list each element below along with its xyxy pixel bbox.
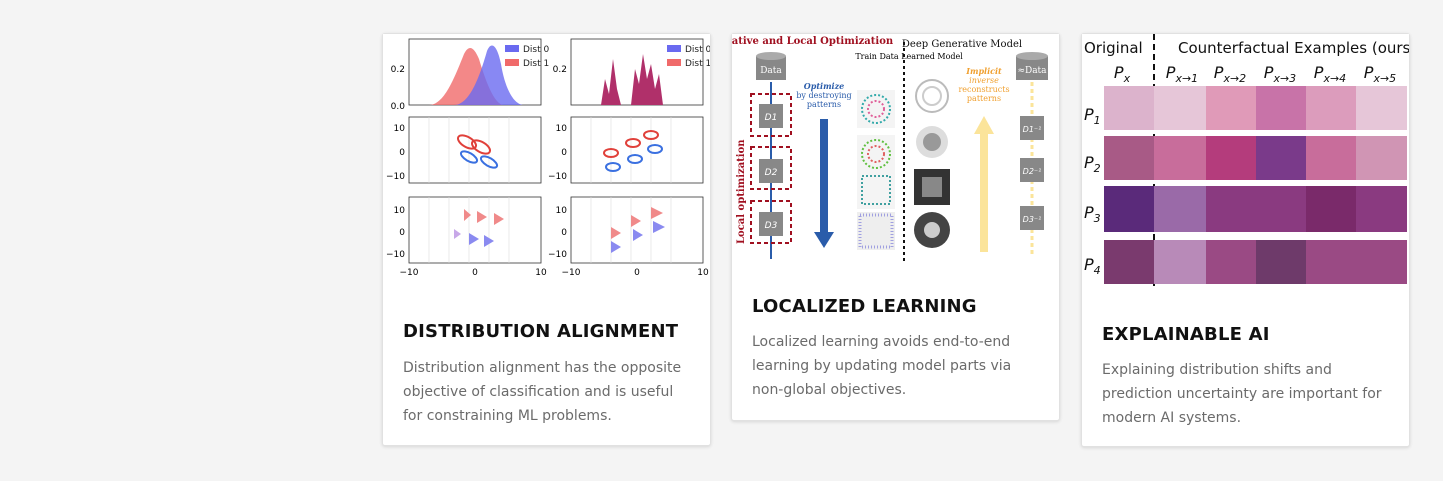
svg-text:Optimize: Optimize: [804, 81, 844, 91]
svg-text:0: 0: [634, 268, 640, 278]
svg-text:≈Data: ≈Data: [1017, 66, 1047, 76]
svg-text:D3: D3: [765, 221, 778, 231]
svg-text:0: 0: [399, 148, 405, 158]
svg-text:Counterfactual Examples (ours): Counterfactual Examples (ours): [1178, 39, 1409, 57]
svg-text:patterns: patterns: [967, 94, 1001, 103]
legend-dist0: Dist 0: [523, 45, 550, 55]
svg-text:reconstructs: reconstructs: [958, 85, 1009, 94]
svg-text:10: 10: [394, 124, 406, 134]
svg-text:P3: P3: [1084, 203, 1101, 225]
svg-text:0: 0: [561, 148, 567, 158]
svg-text:D1⁻¹: D1⁻¹: [1023, 125, 1042, 134]
svg-text:D2⁻¹: D2⁻¹: [1023, 167, 1042, 176]
svg-text:D2: D2: [765, 168, 778, 178]
svg-text:Px→4: Px→4: [1314, 63, 1346, 85]
localized-learning-figure: Iterative and Local Optimization Deep Ge…: [732, 34, 1059, 266]
counterfactual-grid: Original Counterfactual Examples (ours) …: [1084, 34, 1409, 286]
svg-text:Original: Original: [1084, 39, 1143, 57]
svg-text:Implicit: Implicit: [965, 66, 1002, 76]
svg-text:0: 0: [472, 268, 478, 278]
svg-text:Local optimization: Local optimization: [736, 139, 747, 244]
svg-text:P4: P4: [1084, 255, 1101, 277]
card-title: LOCALIZED LEARNING: [752, 296, 977, 317]
svg-text:D1: D1: [765, 113, 778, 123]
card-distribution-alignment[interactable]: Dist 0 Dist 1 0.2 0.0 10 0 −10: [382, 33, 711, 446]
svg-text:−10: −10: [386, 172, 405, 182]
data-cylinder: Data: [756, 52, 786, 80]
card-localized-learning[interactable]: Iterative and Local Optimization Deep Ge…: [731, 33, 1060, 421]
svg-text:0.2: 0.2: [553, 65, 567, 75]
distribution-alignment-figure: Dist 0 Dist 1 0.2 0.0 10 0 −10: [383, 34, 710, 292]
svg-text:Px→5: Px→5: [1364, 63, 1396, 85]
svg-text:−10: −10: [562, 268, 581, 278]
distribution-plots: Dist 0 Dist 1 0.2 0.0 10 0 −10: [386, 38, 710, 278]
card-title: DISTRIBUTION ALIGNMENT: [403, 321, 679, 342]
svg-text:0: 0: [399, 228, 405, 238]
card-description: Explaining distribution shifts and predi…: [1102, 362, 1382, 426]
svg-text:Dist 0: Dist 0: [685, 45, 710, 55]
svg-text:P2: P2: [1084, 153, 1101, 175]
svg-text:Data: Data: [760, 66, 782, 76]
svg-text:Deep Generative Model: Deep Generative Model: [902, 39, 1022, 50]
row-p4: [1104, 240, 1407, 284]
card-description: Distribution alignment has the opposite …: [403, 360, 682, 424]
svg-text:10: 10: [535, 268, 547, 278]
card-title: EXPLAINABLE AI: [1102, 324, 1270, 345]
svg-text:by destroying: by destroying: [796, 91, 851, 100]
row-p2: [1104, 136, 1407, 180]
learned-model-images: [914, 79, 950, 248]
svg-text:D3⁻¹: D3⁻¹: [1023, 215, 1042, 224]
svg-text:0: 0: [561, 228, 567, 238]
explainable-ai-figure: Original Counterfactual Examples (ours) …: [1082, 34, 1409, 289]
svg-text:Px→2: Px→2: [1214, 63, 1246, 85]
svg-text:−10: −10: [548, 250, 567, 260]
svg-text:patterns: patterns: [807, 100, 841, 109]
legend-dist1: Dist 1: [523, 59, 549, 69]
svg-text:0.2: 0.2: [391, 65, 405, 75]
approx-data-cylinder: ≈Data: [1016, 52, 1048, 80]
svg-text:P1: P1: [1084, 105, 1101, 127]
svg-text:Px: Px: [1114, 63, 1131, 85]
train-data-images: [857, 90, 895, 250]
localized-learning-diagram: Iterative and Local Optimization Deep Ge…: [732, 36, 1048, 262]
svg-text:inverse: inverse: [969, 76, 999, 85]
svg-text:Train Data: Train Data: [855, 52, 899, 61]
svg-text:−10: −10: [548, 172, 567, 182]
svg-text:Learned Model: Learned Model: [901, 52, 963, 61]
svg-text:Iterative and Local Optimizati: Iterative and Local Optimization: [732, 36, 894, 47]
row-p1: [1104, 86, 1407, 130]
svg-text:Dist 1: Dist 1: [685, 59, 710, 69]
svg-text:−10: −10: [400, 268, 419, 278]
svg-text:Px→1: Px→1: [1166, 63, 1198, 85]
svg-text:10: 10: [697, 268, 709, 278]
card-description: Localized learning avoids end-to-end lea…: [752, 334, 1012, 398]
card-explainable-ai[interactable]: Original Counterfactual Examples (ours) …: [1081, 33, 1410, 447]
row-p3: [1104, 186, 1407, 232]
svg-text:−10: −10: [386, 250, 405, 260]
svg-text:10: 10: [556, 124, 568, 134]
svg-text:10: 10: [556, 206, 568, 216]
svg-text:0.0: 0.0: [391, 102, 406, 112]
svg-text:10: 10: [394, 206, 406, 216]
svg-text:Px→3: Px→3: [1264, 63, 1296, 85]
